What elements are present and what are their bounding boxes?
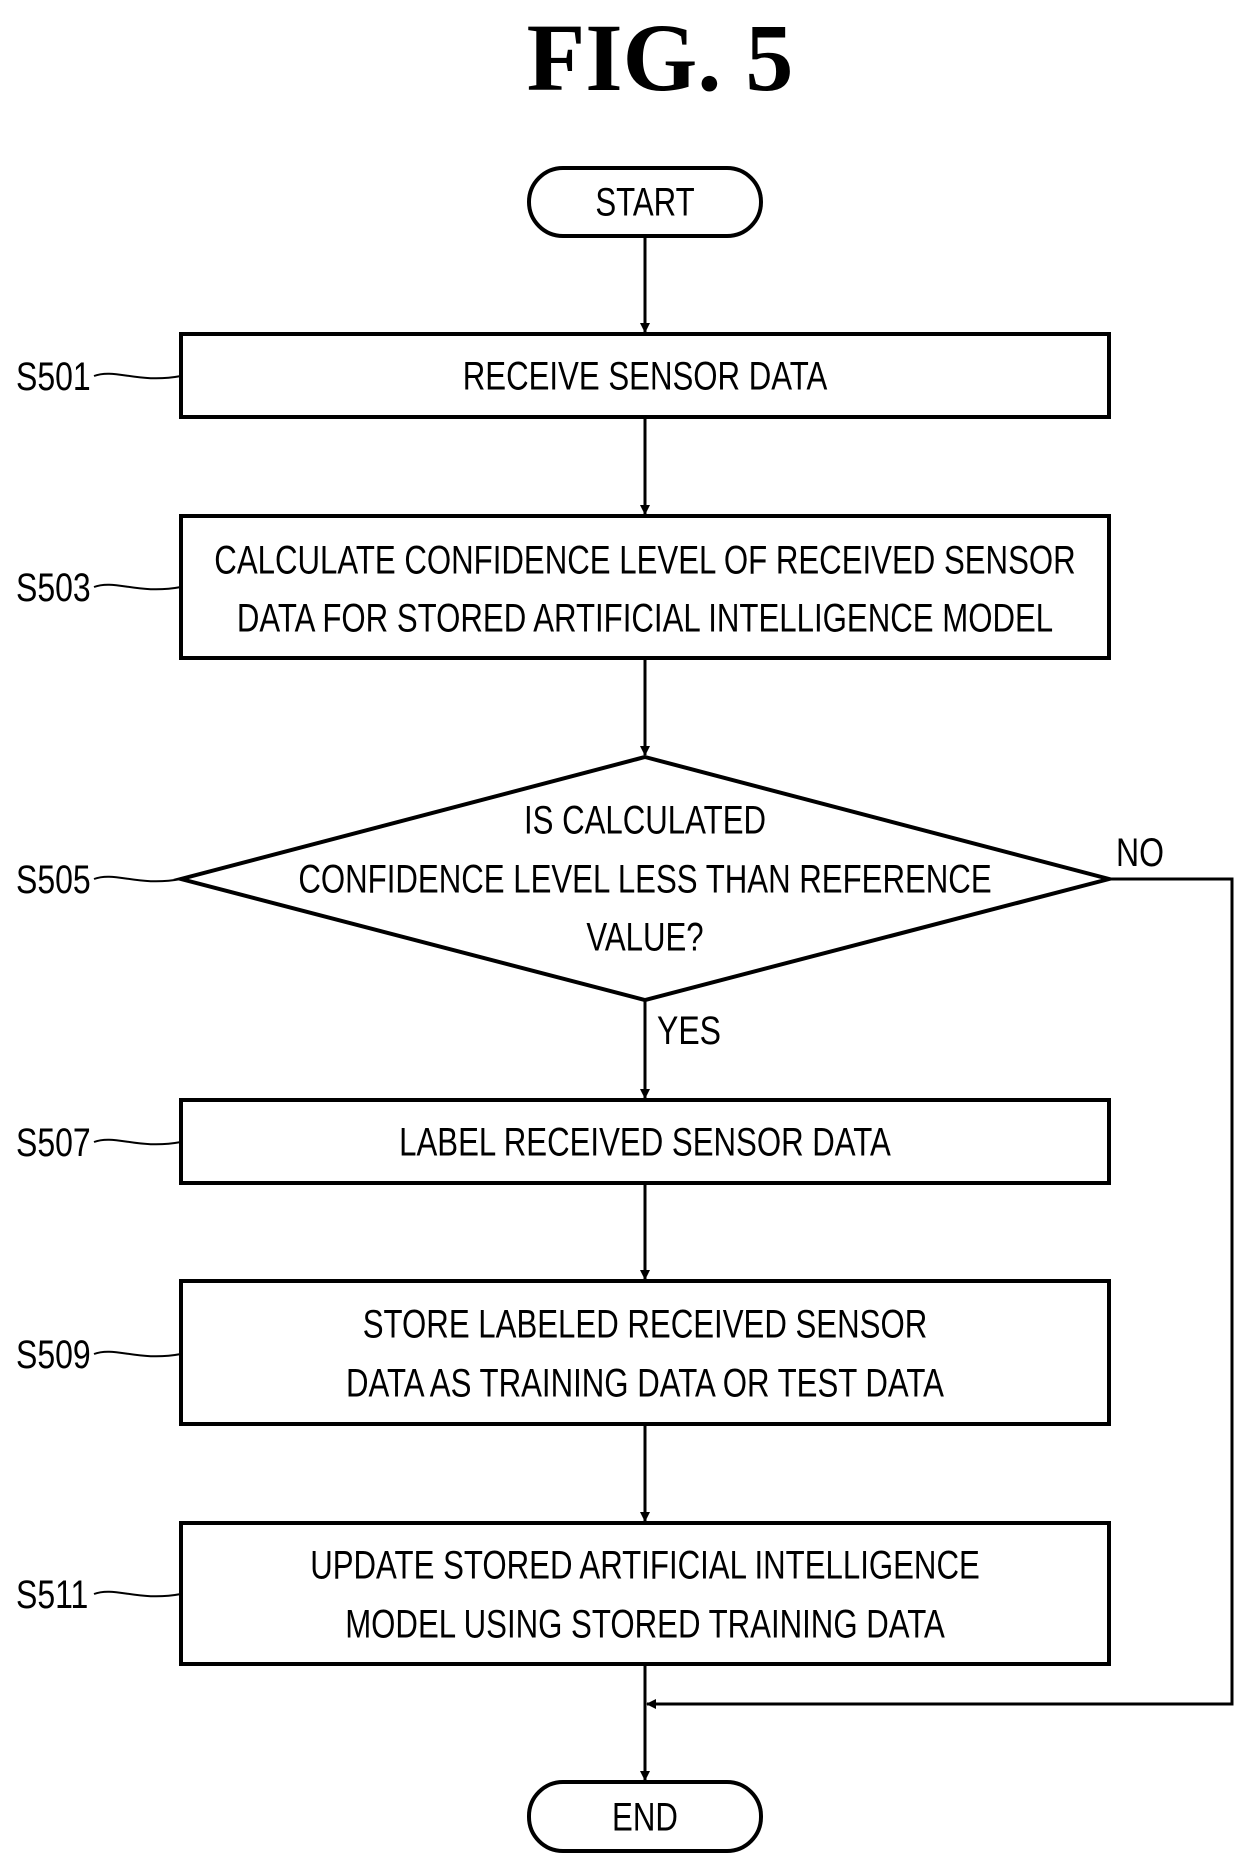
step-s511: UPDATE STORED ARTIFICIAL INTELLIGENCE MO… — [181, 1523, 1109, 1664]
step-ref-s501: S501 — [16, 353, 181, 398]
step-ref-s505: S505 — [16, 856, 181, 901]
step-s511-text-line2: MODEL USING STORED TRAINING DATA — [345, 1602, 945, 1647]
step-ref-s507-label: S507 — [16, 1119, 91, 1164]
start-terminal: START — [529, 168, 761, 236]
decision-s505-text-line1: IS CALCULATED — [524, 798, 766, 843]
step-ref-s511: S511 — [16, 1571, 181, 1616]
step-ref-s505-label: S505 — [16, 856, 91, 901]
yes-branch-label: YES — [657, 1007, 721, 1052]
decision-s505-text-line3: VALUE? — [586, 915, 703, 960]
step-ref-s511-label: S511 — [16, 1571, 88, 1616]
end-terminal: END — [529, 1782, 761, 1851]
step-s509-text-line1: STORE LABELED RECEIVED SENSOR — [363, 1302, 927, 1347]
step-ref-s509-label: S509 — [16, 1331, 91, 1376]
step-s501-text: RECEIVE SENSOR DATA — [463, 354, 828, 399]
step-ref-s509: S509 — [16, 1331, 181, 1376]
step-s511-text-line1: UPDATE STORED ARTIFICIAL INTELLIGENCE — [310, 1543, 980, 1588]
step-ref-s503: S503 — [16, 564, 181, 609]
step-s507-text: LABEL RECEIVED SENSOR DATA — [399, 1120, 891, 1165]
start-label: START — [595, 180, 694, 225]
step-ref-s507: S507 — [16, 1119, 181, 1164]
decision-s505-text-line2: CONFIDENCE LEVEL LESS THAN REFERENCE — [298, 857, 991, 902]
step-ref-s503-label: S503 — [16, 564, 91, 609]
step-s501: RECEIVE SENSOR DATA — [181, 334, 1109, 417]
figure-title: FIG. 5 — [527, 4, 794, 111]
decision-s505: IS CALCULATED CONFIDENCE LEVEL LESS THAN… — [181, 757, 1109, 1000]
step-s503-text-line2: DATA FOR STORED ARTIFICIAL INTELLIGENCE … — [237, 596, 1053, 641]
step-s509: STORE LABELED RECEIVED SENSOR DATA AS TR… — [181, 1281, 1109, 1424]
step-s503-text-line1: CALCULATE CONFIDENCE LEVEL OF RECEIVED S… — [214, 538, 1075, 583]
end-label: END — [612, 1795, 678, 1840]
step-ref-s501-label: S501 — [16, 353, 91, 398]
step-s503: CALCULATE CONFIDENCE LEVEL OF RECEIVED S… — [181, 516, 1109, 658]
step-s507: LABEL RECEIVED SENSOR DATA — [181, 1100, 1109, 1183]
step-s509-text-line2: DATA AS TRAINING DATA OR TEST DATA — [346, 1361, 944, 1406]
no-branch-label: NO — [1116, 829, 1164, 874]
